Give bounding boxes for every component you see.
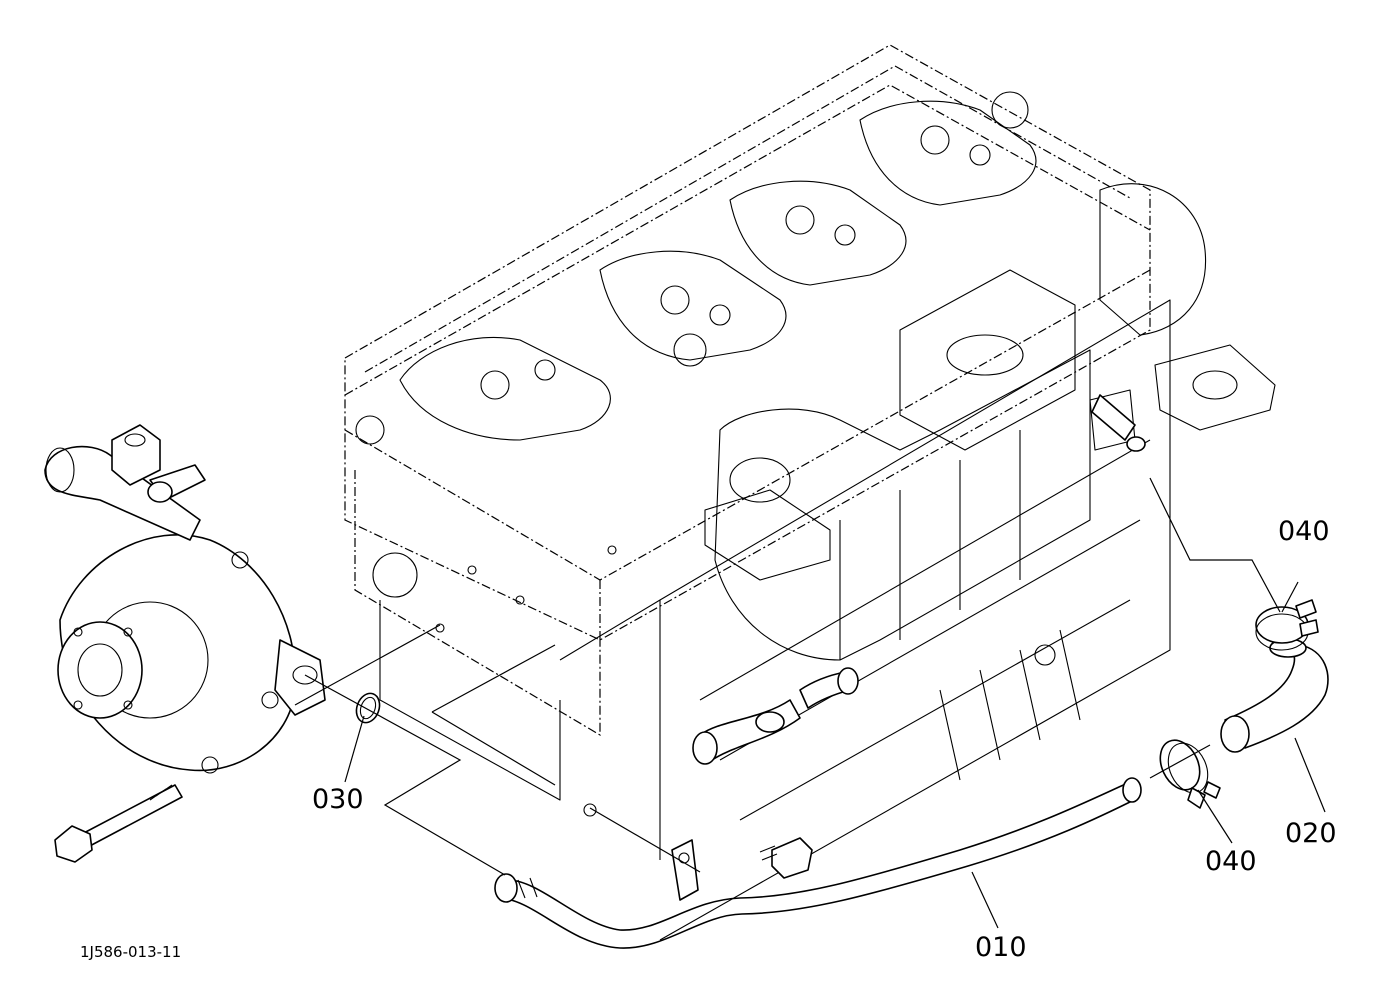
water-bypass-hose-020 bbox=[1220, 638, 1329, 753]
hose-clamp-040-lower bbox=[1159, 739, 1221, 809]
manifold-outline bbox=[704, 183, 1276, 661]
callout-040-lower: 040 bbox=[1205, 846, 1257, 877]
engine-side-hose-fittings bbox=[692, 394, 1146, 765]
cylinder-block-outline bbox=[354, 299, 1171, 941]
hose-clamp-040-upper bbox=[1255, 599, 1319, 651]
cylinder-head-outline bbox=[344, 44, 1151, 641]
callout-030: 030 bbox=[312, 784, 364, 815]
o-ring-030 bbox=[355, 692, 381, 724]
drawing-number: 1J586-013-11 bbox=[80, 943, 181, 961]
pump-bolt bbox=[54, 784, 183, 863]
leader-lines bbox=[294, 477, 1326, 929]
callout-020: 020 bbox=[1285, 818, 1337, 849]
callout-040-upper: 040 bbox=[1278, 516, 1330, 547]
callout-010: 010 bbox=[975, 932, 1027, 963]
water-pump bbox=[44, 424, 326, 774]
water-return-pipe-010 bbox=[494, 777, 1142, 949]
